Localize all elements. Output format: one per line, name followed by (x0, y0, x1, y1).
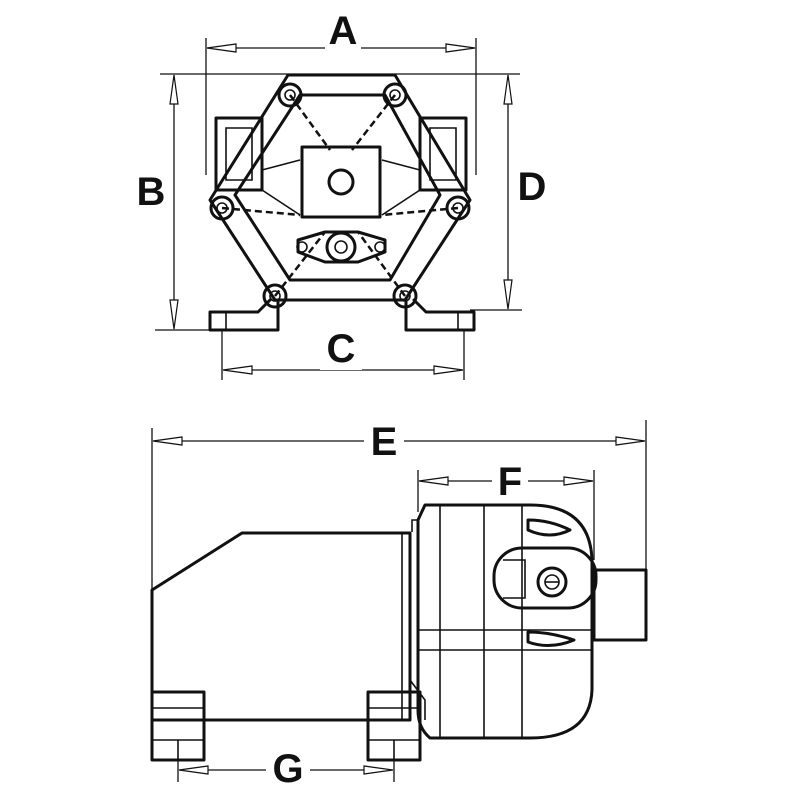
dimension-e: E (151, 420, 647, 590)
dimension-label-c: C (327, 327, 356, 371)
dimension-c: C (221, 327, 465, 380)
dimension-label-d: D (518, 165, 547, 209)
bolt-icon (277, 82, 303, 108)
bolt-icon (382, 82, 408, 108)
dimension-f: F (417, 460, 595, 560)
pump-front-view (208, 73, 476, 332)
bolt-icon (262, 283, 288, 309)
bolt-icon (209, 195, 235, 221)
dimension-label-g: G (272, 747, 303, 791)
dimension-g: G (177, 747, 395, 791)
dimension-d: D (470, 74, 552, 311)
dimension-label-a: A (329, 9, 358, 53)
pump-side-view (150, 503, 648, 762)
dimension-label-e: E (371, 420, 398, 464)
dimension-label-f: F (498, 460, 522, 504)
bolt-icon (445, 195, 471, 221)
dimension-b: B (133, 73, 520, 331)
dimension-a: A (205, 9, 477, 175)
dimension-label-b: B (137, 170, 166, 214)
